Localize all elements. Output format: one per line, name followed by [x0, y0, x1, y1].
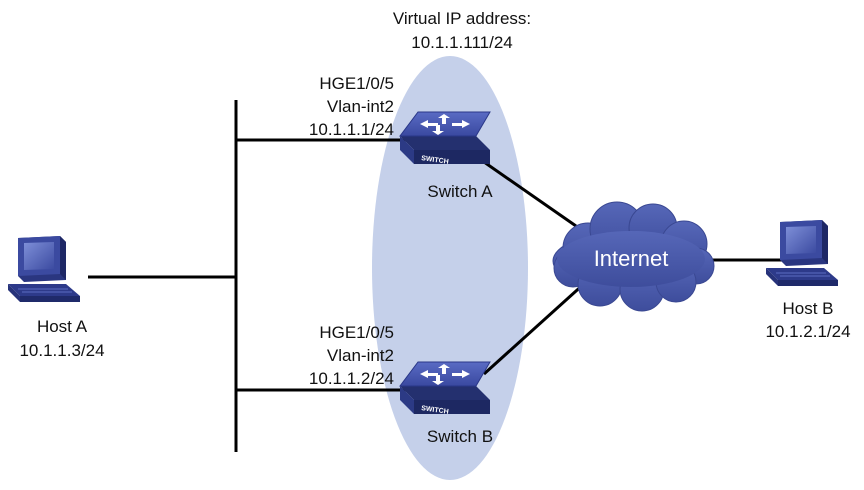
switch-a-port: HGE1/0/5	[319, 74, 394, 93]
switch-a-badge: SWITCH	[421, 155, 449, 166]
link-switch-a-internet	[483, 160, 577, 228]
host-a-name: Host A	[36, 317, 88, 336]
switch-b-name: Switch B	[426, 427, 494, 446]
internet-label: Internet	[593, 246, 669, 271]
switch-a-name: Switch A	[427, 182, 493, 201]
switch-b-ip: 10.1.1.2/24	[308, 369, 394, 388]
host-b-name: Host B	[782, 299, 834, 318]
switch-b-port: HGE1/0/5	[319, 323, 394, 342]
links	[88, 100, 786, 452]
host-b-ip: 10.1.2.1/24	[765, 322, 851, 341]
vip-address: 10.1.1.111/24	[411, 33, 513, 52]
host-a-computer-icon	[8, 236, 80, 302]
switch-a-icon	[399, 111, 491, 164]
internet-cloud	[552, 201, 715, 312]
switch-a-vlan: Vlan-int2	[326, 97, 394, 116]
switch-b-badge: SWITCH	[421, 405, 449, 416]
host-a-ip: 10.1.1.3/24	[19, 341, 105, 360]
vip-title: Virtual IP address:	[392, 9, 532, 28]
link-switch-b-internet	[482, 280, 588, 376]
switch-b-vlan: Vlan-int2	[326, 346, 394, 365]
host-b-computer-icon	[766, 220, 838, 286]
switch-a-ip: 10.1.1.1/24	[308, 120, 394, 139]
switch-b-icon	[399, 361, 491, 414]
